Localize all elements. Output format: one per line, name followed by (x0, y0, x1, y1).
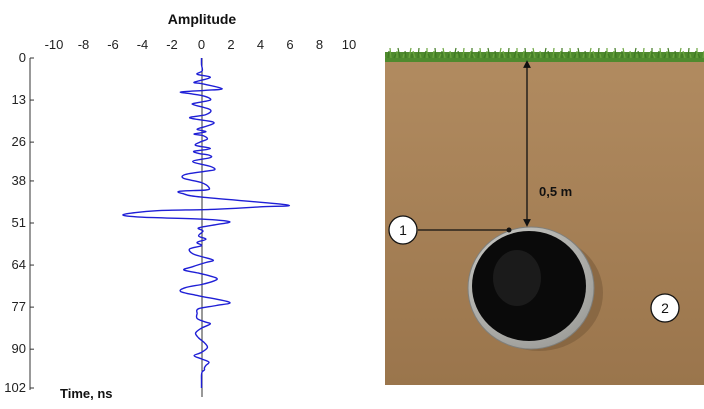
depth-label: 0,5 m (539, 184, 572, 199)
callout-1-marker: 1 (388, 215, 418, 245)
callout-2-marker: 2 (650, 293, 680, 323)
callout-1-dot (506, 227, 512, 233)
buried-pipe-scene: 0,5 m 1 2 (385, 47, 704, 385)
y-tick-label: 13 (12, 92, 26, 107)
x-tick-label: -4 (137, 37, 149, 52)
callout-1-label: 1 (399, 222, 407, 238)
y-tick-label: 102 (4, 380, 26, 395)
x-axis-ticks: -10 -8 -6 -4 -2 0 2 4 6 8 10 (45, 37, 357, 52)
x-tick-label: 8 (316, 37, 323, 52)
x-tick-label: -6 (107, 37, 119, 52)
radargram-chart: Amplitude -10 -8 -6 -4 -2 0 2 4 6 8 10 0 13 26 38 51 64… (4, 11, 357, 401)
y-tick-label: 90 (12, 341, 26, 356)
x-tick-label: 0 (198, 37, 205, 52)
y-axis-ticks: 0 13 26 38 51 64 77 90 102 (4, 50, 34, 395)
pipe-inner-shade (493, 250, 541, 306)
callout-2-label: 2 (661, 300, 669, 316)
x-tick-label: 6 (286, 37, 293, 52)
chart-title: Amplitude (168, 11, 237, 27)
y-tick-label: 51 (12, 215, 26, 230)
x-tick-label: 2 (227, 37, 234, 52)
grass-blades (385, 47, 704, 59)
y-tick-label: 77 (12, 299, 26, 314)
y-axis-label: Time, ns (60, 386, 113, 401)
y-tick-label: 38 (12, 173, 26, 188)
x-tick-label: 10 (342, 37, 356, 52)
x-tick-label: -2 (166, 37, 178, 52)
y-tick-label: 64 (12, 257, 26, 272)
waveform-trace (122, 57, 290, 388)
x-tick-label: 4 (257, 37, 264, 52)
x-tick-label: -10 (45, 37, 64, 52)
y-tick-label: 0 (19, 50, 26, 65)
y-tick-label: 26 (12, 134, 26, 149)
x-tick-label: -8 (78, 37, 90, 52)
